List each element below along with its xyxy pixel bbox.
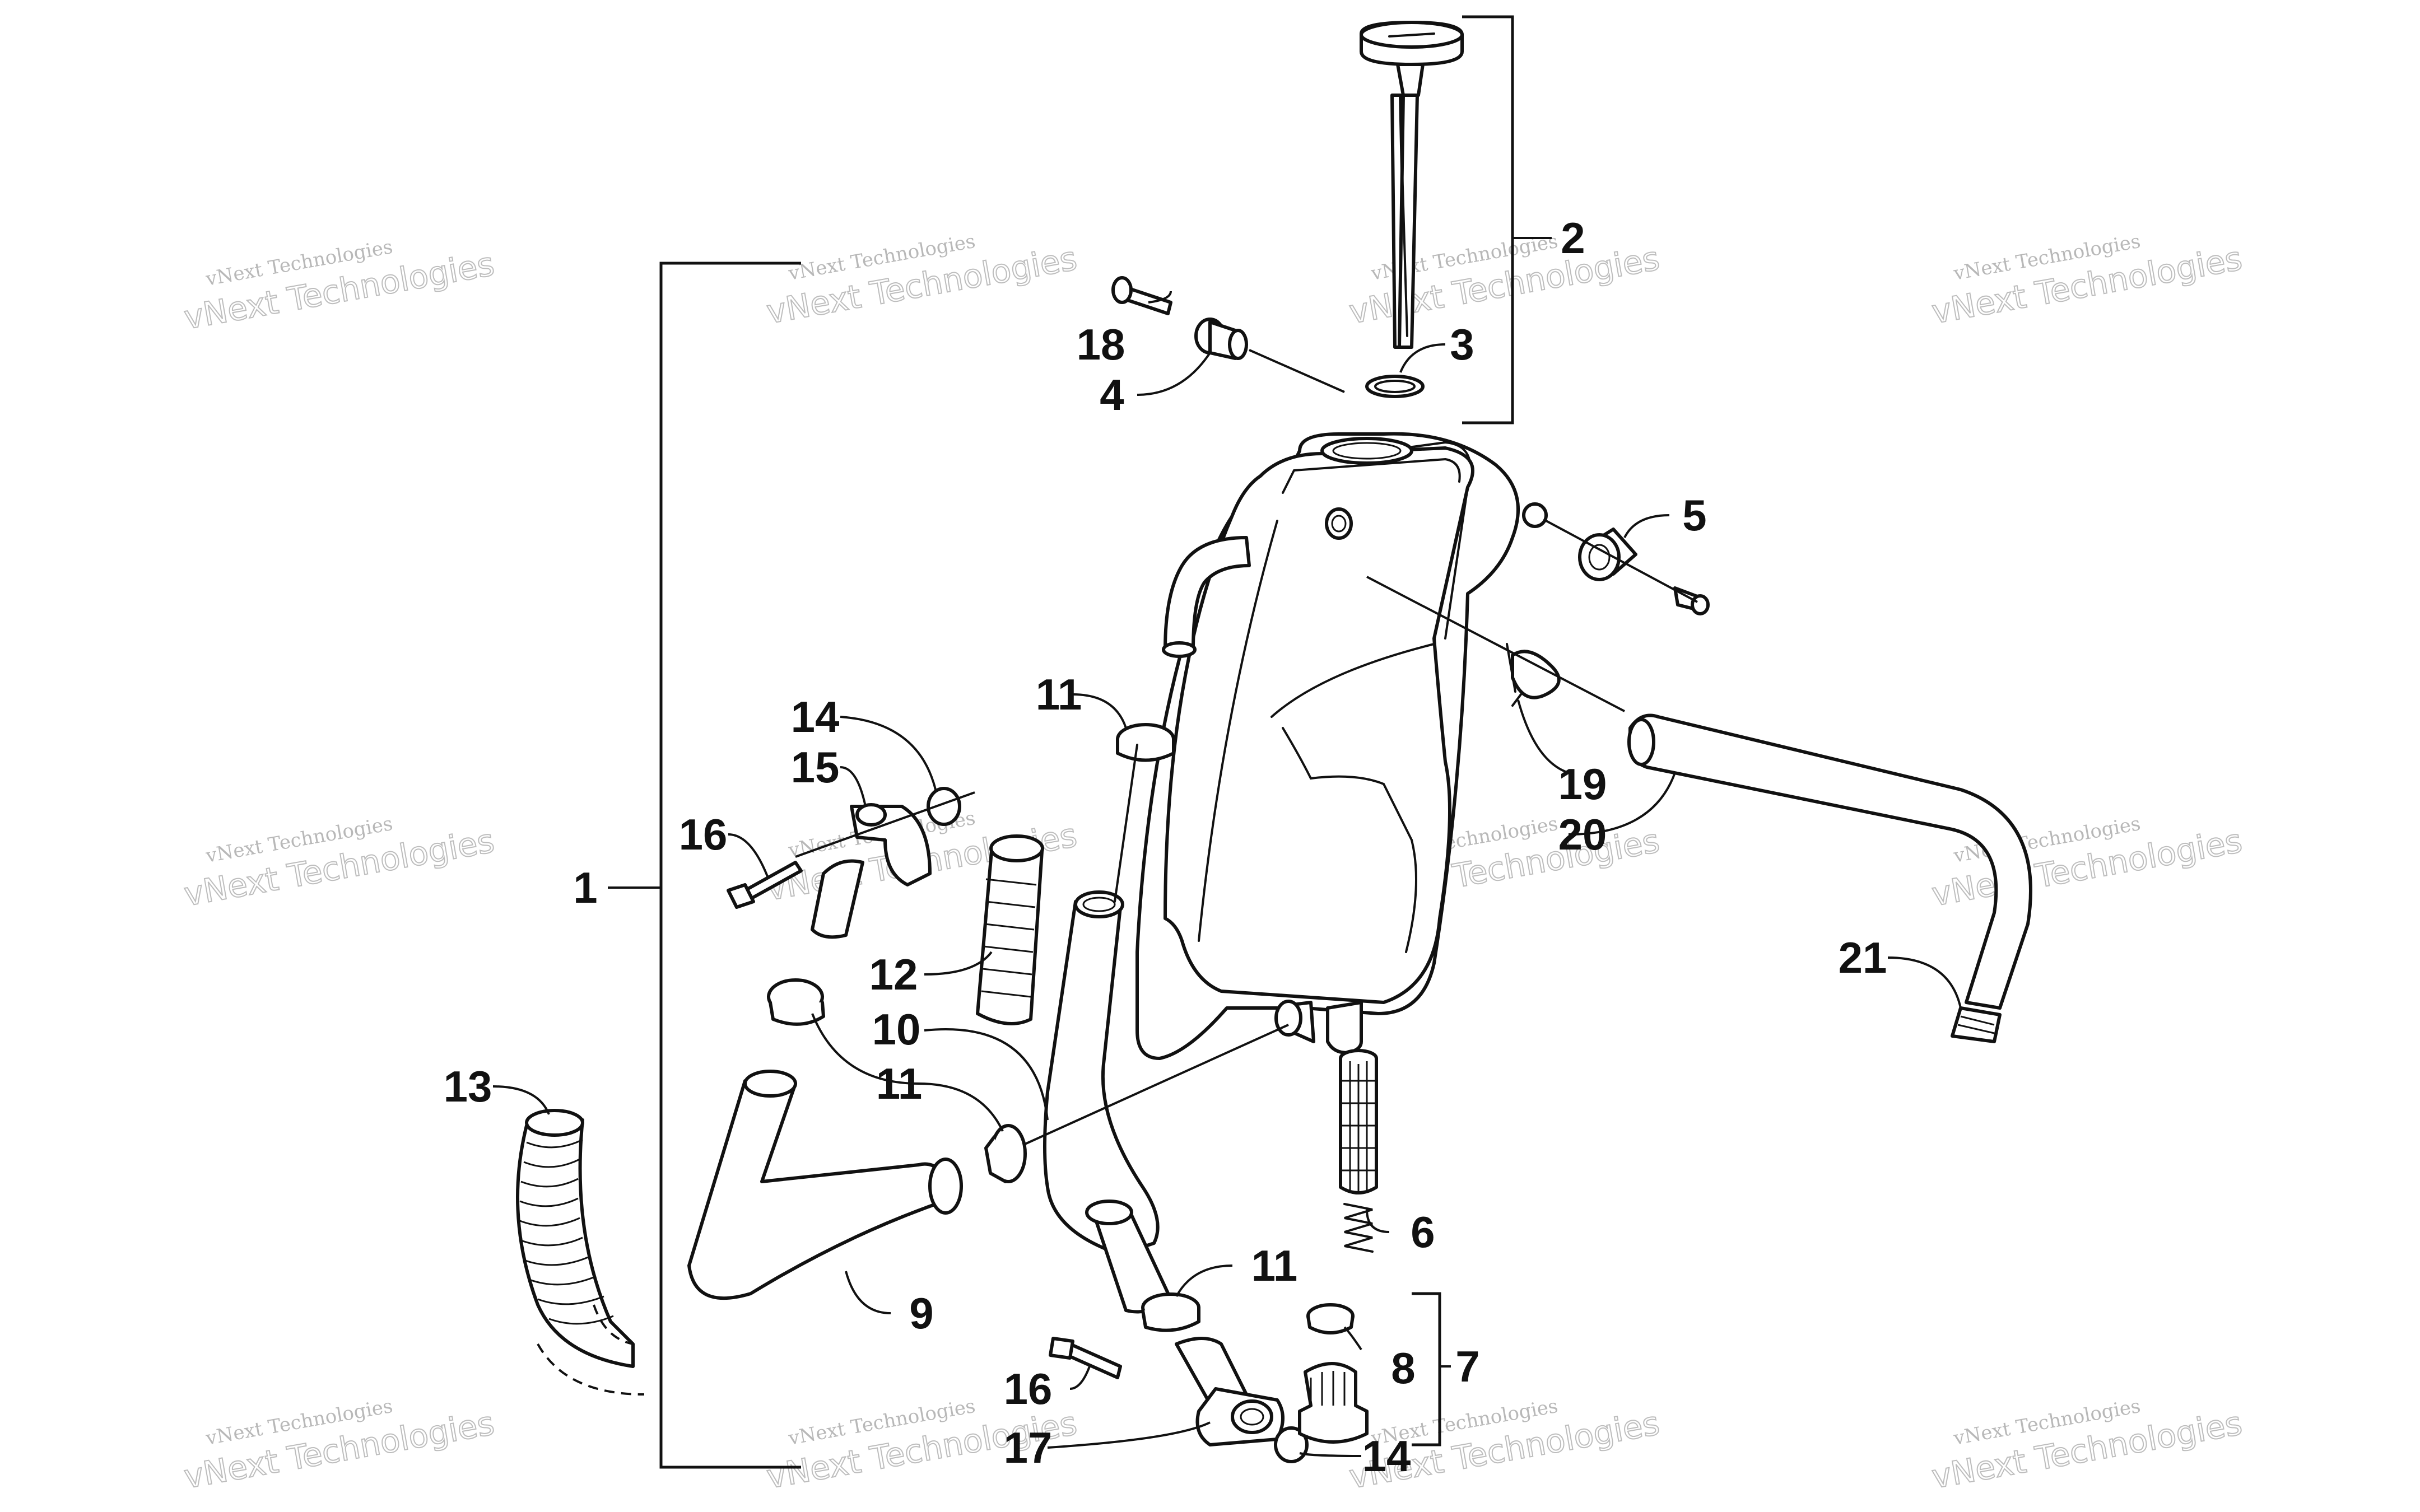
callout-13: 13 xyxy=(444,1062,492,1111)
callout-1: 1 xyxy=(573,863,597,912)
leader-20 xyxy=(1568,772,1676,836)
callout-2: 2 xyxy=(1561,213,1585,263)
callout-11-mid: 11 xyxy=(876,1059,922,1108)
leader-6 xyxy=(1366,1209,1390,1233)
bolt-18 xyxy=(1111,276,1172,315)
leader-15 xyxy=(840,766,867,807)
assembly-bracket-2 xyxy=(1462,15,1514,424)
callouts: 1 2 3 4 5 6 7 8 9 10 11 11 11 11 12 13 1… xyxy=(444,213,1887,1481)
axis-line-19 xyxy=(1366,576,1625,712)
leader-5 xyxy=(1623,514,1670,538)
o-ring-8 xyxy=(1306,1303,1355,1334)
callout-17: 17 xyxy=(1004,1423,1053,1472)
hose-13-dashed-upper xyxy=(593,1304,634,1345)
callout-18: 18 xyxy=(1077,320,1125,369)
grommet-4 xyxy=(1194,318,1248,360)
axis-line-14 xyxy=(795,791,975,858)
leader-11-mid xyxy=(811,1013,919,1085)
axis-line-9 xyxy=(991,1024,1289,1160)
leader-19 xyxy=(1517,699,1569,774)
axis-line-4 xyxy=(1249,349,1345,393)
leader-11-mid-b xyxy=(918,1082,1004,1132)
leader-16-bottom xyxy=(1069,1366,1091,1390)
leader-8 xyxy=(1343,1326,1362,1351)
callout-16-top: 16 xyxy=(679,810,728,859)
leader-18 xyxy=(1148,291,1172,304)
leader-14-bottom xyxy=(1299,1452,1362,1457)
leader-9 xyxy=(845,1271,891,1314)
callout-21: 21 xyxy=(1839,933,1887,982)
axis-line-5 xyxy=(1546,520,1698,603)
callout-16-bottom: 16 xyxy=(1004,1364,1053,1413)
fitting-17 xyxy=(1175,1337,1285,1446)
callout-3: 3 xyxy=(1450,320,1474,369)
hose-13-dashed-lower xyxy=(537,1343,645,1396)
coolant-reservoir-tank xyxy=(1135,432,1548,1060)
clamp-19 xyxy=(1506,643,1561,707)
hose-20 xyxy=(1627,713,2032,1043)
leader-4 xyxy=(1137,352,1211,396)
callout-10: 10 xyxy=(872,1005,921,1054)
valve-7 xyxy=(1298,1362,1369,1444)
leader-11-bottom xyxy=(1175,1264,1233,1297)
hose-12 xyxy=(976,834,1044,1025)
callout-11-bottom: 11 xyxy=(1251,1241,1297,1290)
callout-19: 19 xyxy=(1558,759,1607,809)
callout-7: 7 xyxy=(1455,1342,1479,1391)
bolt-16-top xyxy=(727,861,803,909)
clamp-11-mid xyxy=(767,978,825,1026)
callout-14-top: 14 xyxy=(791,692,840,741)
hose-9 xyxy=(687,1070,963,1300)
o-ring-14-bottom xyxy=(1274,1426,1309,1463)
spring xyxy=(1343,1203,1374,1253)
clamp-11-bottom xyxy=(1141,1292,1200,1332)
leader-17 xyxy=(1047,1421,1211,1449)
assembly-bracket-1 xyxy=(659,262,801,1469)
leader-16-top xyxy=(728,833,769,877)
leader-21 xyxy=(1887,956,1962,1009)
bolt-16-bottom xyxy=(1049,1337,1122,1379)
hose-10-guide xyxy=(1114,744,1138,903)
callout-8: 8 xyxy=(1391,1343,1415,1393)
assembly-bracket-7 xyxy=(1412,1292,1441,1446)
callout-9: 9 xyxy=(909,1289,933,1338)
leader-13 xyxy=(492,1085,550,1115)
hose-10 xyxy=(1043,890,1160,1256)
callout-6: 6 xyxy=(1411,1207,1435,1257)
leader-12 xyxy=(924,951,993,976)
callout-20: 20 xyxy=(1558,810,1607,859)
o-ring-14-top xyxy=(927,787,961,826)
callout-5: 5 xyxy=(1682,491,1706,540)
callout-14-bottom: 14 xyxy=(1362,1431,1411,1481)
hose-13 xyxy=(516,1109,635,1368)
leader-3 xyxy=(1399,343,1446,373)
leader-11-top xyxy=(1072,693,1127,729)
callout-11-top: 11 xyxy=(1036,670,1082,719)
callout-12: 12 xyxy=(869,950,918,999)
callout-15: 15 xyxy=(791,743,840,792)
clamp-11-low xyxy=(984,1124,1027,1183)
clamp-11-top xyxy=(1116,723,1175,762)
filler-cap-dipstick xyxy=(1360,21,1464,349)
fitting-15 xyxy=(811,803,932,939)
filter-6 xyxy=(1339,1049,1378,1194)
leader-14-top xyxy=(840,716,937,790)
o-ring-3-inner xyxy=(1374,380,1416,393)
callout-4: 4 xyxy=(1100,370,1124,419)
leader-10 xyxy=(924,1028,1049,1121)
